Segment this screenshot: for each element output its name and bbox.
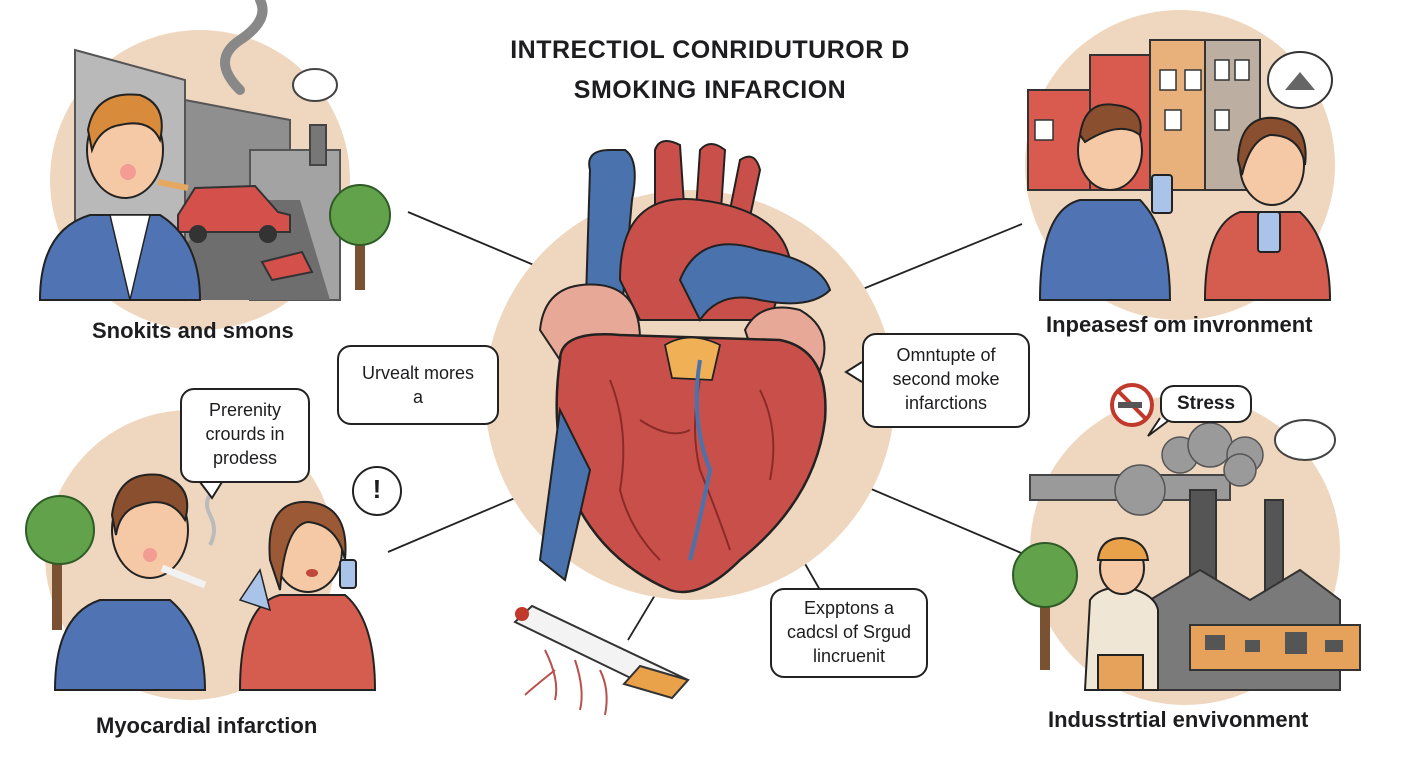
stress-bubble: Stress [1160,385,1252,423]
bubble-tails [199,361,1173,500]
cigarette-icon [160,564,207,589]
callout-left-mid-line-1: Urvealt mores [361,363,475,383]
panel-bottom-right-illustration [1012,383,1361,705]
cigarette-icon [513,604,690,716]
phone-icon [1151,174,1173,214]
callout-bottom-mid: Expptons a cadcsl of Srgud lincruenit [770,588,928,678]
callout-right-mid-line-2: second moke [892,369,1000,389]
callout-left-low-line-3: prodess [212,448,278,468]
callout-right-mid: Omntupte of second moke infarctions [862,333,1030,428]
alert-icon: ! [372,474,382,504]
callout-left-low-line-1: Prerenity [208,400,282,420]
callout-right-mid-line-1: Omntupte of [896,345,996,365]
tree-icon [1012,542,1078,670]
tree-icon [329,184,391,290]
callout-bottom-mid-line-1: Expptons a [803,598,895,618]
title-line-1: INTRECTIOL CONRIDUTUROR D [510,36,910,64]
heart-illustration [485,140,895,600]
no-smoking-icon [1110,383,1154,427]
callout-left-mid: Urvealt mores a [337,345,499,425]
caption-bottom-right: Indusstrtial envivonment [1048,707,1309,732]
cigarette-icon [157,179,189,191]
tree-icon [25,495,95,630]
alert-bubble: ! [352,466,402,516]
callout-right-mid-line-3: infarctions [904,393,988,413]
caption-bottom-left: Myocardial infarction [96,713,318,738]
title-line-2: SMOKING INFARCION [573,76,847,104]
callout-left-mid-line-2: a [412,387,423,407]
panel-top-left-illustration [38,0,391,330]
caption-top-right: Inpeasesf om invronment [1046,312,1313,337]
panel-top-right-illustration [1025,10,1335,320]
callout-left-low: Prerenity crourds in prodess [180,388,310,483]
car-illustration [177,184,291,243]
page-title: INTRECTIOL CONRIDUTUROR D SMOKING INFARC… [430,30,990,110]
callout-bottom-mid-line-2: cadcsl of Srgud [786,622,912,642]
callout-bottom-mid-line-3: lincruenit [812,646,886,666]
stress-label: Stress [1176,393,1236,414]
callout-left-low-line-2: crourds in [205,424,285,444]
caption-top-left: Snokits and smons [92,318,294,343]
